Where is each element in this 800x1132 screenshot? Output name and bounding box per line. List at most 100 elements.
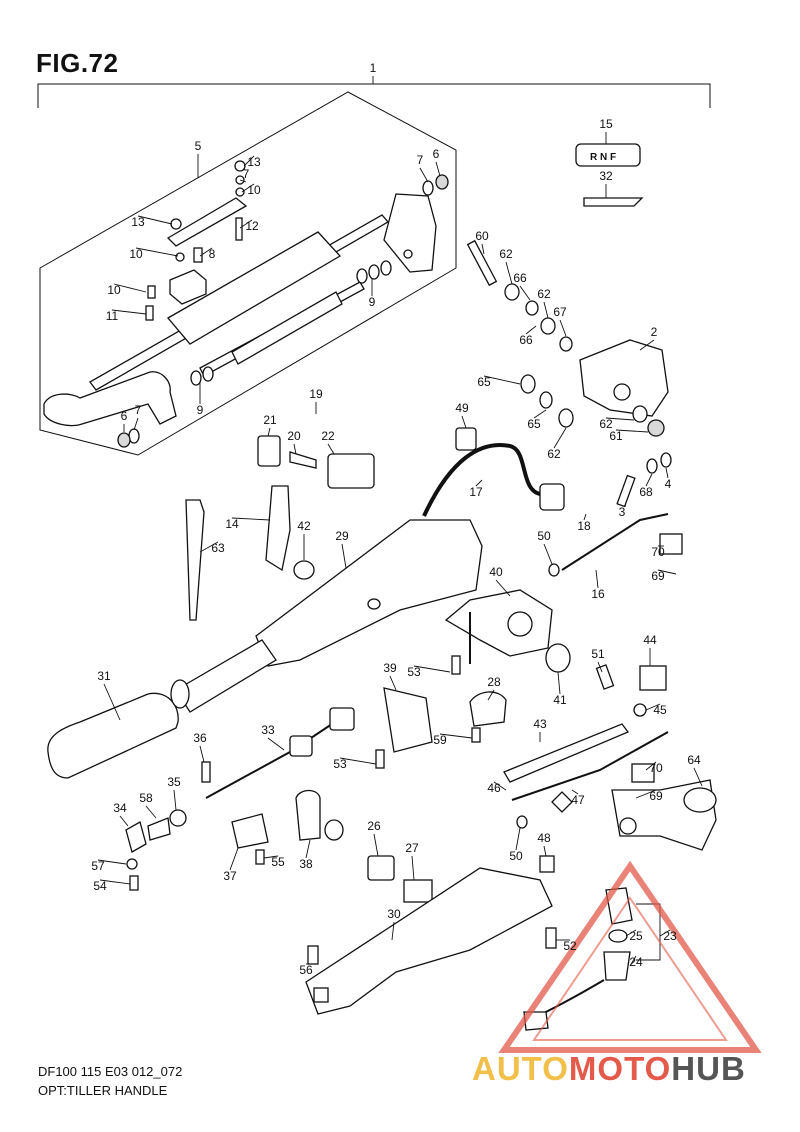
- callout-27: 27: [405, 841, 419, 855]
- callout-62: 62: [599, 417, 613, 431]
- callout-50: 50: [509, 849, 523, 863]
- callout-6: 6: [433, 147, 440, 161]
- callout-28: 28: [487, 675, 501, 689]
- callout-leader-60: [481, 243, 485, 255]
- callout-leader-37: [229, 847, 239, 871]
- callout-leader-24: [629, 955, 637, 967]
- callout-leader-23: [659, 929, 671, 937]
- callout-leader-38: [305, 839, 311, 859]
- callout-leader-66: [525, 325, 537, 335]
- callout-23: 23: [663, 929, 677, 943]
- callout-leader-36: [199, 745, 205, 763]
- callout-41: 41: [553, 693, 567, 707]
- callout-10: 10: [247, 183, 261, 197]
- callout-54: 54: [93, 879, 107, 893]
- callout-leader-7: [419, 167, 429, 183]
- callout-33: 33: [261, 723, 275, 737]
- callout-2: 2: [651, 325, 658, 339]
- callout-leader-57: [97, 859, 127, 865]
- callout-leader-62: [505, 261, 513, 285]
- callout-45: 45: [653, 703, 667, 717]
- callout-3: 3: [619, 505, 626, 519]
- callout-7: 7: [417, 153, 424, 167]
- callout-6: 6: [121, 409, 128, 423]
- callout-9: 9: [369, 295, 376, 309]
- callout-20: 20: [287, 429, 301, 443]
- callout-30: 30: [387, 907, 401, 921]
- callout-64: 64: [687, 753, 701, 767]
- callout-7: 7: [243, 167, 250, 181]
- callout-16: 16: [591, 587, 605, 601]
- callout-leader-45: [645, 703, 661, 711]
- callout-51: 51: [591, 647, 605, 661]
- callout-52: 52: [563, 939, 577, 953]
- callout-leader-7: [133, 417, 139, 431]
- callout-26: 26: [367, 819, 381, 833]
- callout-leader-35: [173, 789, 177, 811]
- callout-leader-51: [597, 661, 603, 673]
- callout-7: 7: [135, 403, 142, 417]
- callout-leader-10: [135, 247, 179, 257]
- callout-leader-6: [435, 161, 441, 177]
- callout-leader-53: [339, 757, 377, 765]
- callout-18: 18: [577, 519, 591, 533]
- callout-68: 68: [639, 485, 653, 499]
- callout-leader-30: [391, 921, 395, 941]
- callout-62: 62: [499, 247, 513, 261]
- callout-leader-63: [199, 541, 219, 553]
- callout-40: 40: [489, 565, 503, 579]
- callout-10: 10: [107, 283, 121, 297]
- callout-leader-14: [231, 517, 271, 521]
- callout-12: 12: [245, 219, 259, 233]
- callout-leader-40: [495, 579, 511, 597]
- callout-58: 58: [139, 791, 153, 805]
- callout-leader-55: [263, 855, 279, 859]
- callout-4: 4: [665, 477, 672, 491]
- callout-labels: 1234566777899101010111213131415161718192…: [91, 61, 703, 977]
- callout-70: 70: [649, 761, 663, 775]
- assembly-bracket: [37, 83, 711, 108]
- callout-leader-25: [625, 929, 637, 937]
- watermark-logo: [498, 860, 762, 1053]
- callout-leader-29: [341, 543, 347, 569]
- callout-65: 65: [527, 417, 541, 431]
- callout-leader-50: [543, 543, 553, 565]
- callout-11: 11: [106, 309, 119, 323]
- callout-leader-67: [559, 319, 567, 337]
- callout-61: 61: [609, 429, 623, 443]
- callout-1: 1: [370, 61, 377, 75]
- callout-leader-10: [113, 283, 147, 293]
- callout-leader-65: [483, 375, 521, 385]
- callout-31: 31: [97, 669, 111, 683]
- callout-13: 13: [247, 155, 261, 169]
- drawing-code: DF100 115 E03 012_072: [38, 1064, 183, 1079]
- callout-19: 19: [309, 387, 323, 401]
- callout-15: 15: [599, 117, 613, 131]
- kill-switch-group: [523, 887, 661, 1031]
- callout-leader-62: [605, 417, 635, 421]
- callout-42: 42: [297, 519, 311, 533]
- callout-53: 53: [407, 665, 421, 679]
- callout-36: 36: [193, 731, 207, 745]
- callout-22: 22: [321, 429, 335, 443]
- callout-48: 48: [537, 831, 551, 845]
- callout-leader-27: [411, 855, 415, 881]
- callout-leader-2: [639, 339, 655, 351]
- callout-leader-8: [199, 247, 213, 257]
- callout-leader-54: [99, 879, 131, 885]
- callout-leader-17: [475, 479, 483, 487]
- subassembly-frame: [39, 91, 457, 456]
- callout-leader-69: [657, 569, 677, 575]
- callout-leader-49: [461, 415, 467, 429]
- callout-65: 65: [477, 375, 491, 389]
- callout-leader-10: [241, 183, 255, 193]
- callout-13: 13: [131, 215, 145, 229]
- callout-59: 59: [433, 733, 447, 747]
- callout-14: 14: [225, 517, 239, 531]
- callout-leader-41: [557, 671, 561, 695]
- callout-63: 63: [211, 541, 225, 555]
- callout-24: 24: [629, 955, 643, 969]
- callout-leader-22: [327, 443, 335, 455]
- callout-leader-50: [515, 827, 521, 851]
